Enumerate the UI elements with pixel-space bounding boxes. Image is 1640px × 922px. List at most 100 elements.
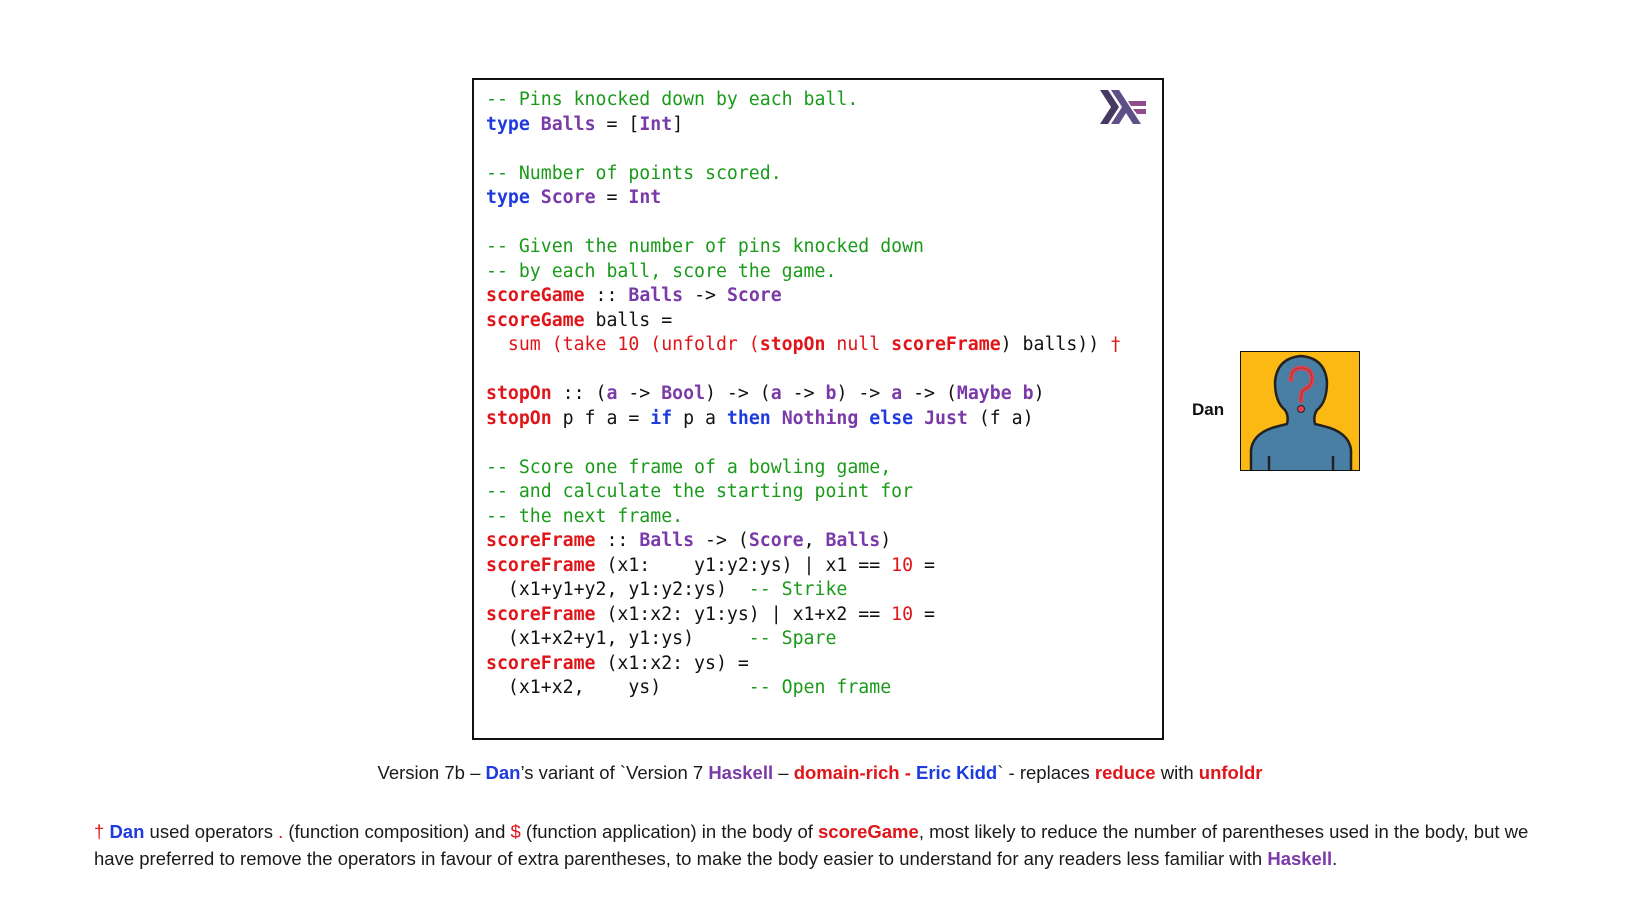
- code-token: [530, 187, 541, 208]
- code-token: stopOn: [759, 334, 826, 355]
- code-token: sum (take 10 (unfoldr (: [486, 334, 760, 355]
- code-line: -- the next frame.: [486, 505, 1121, 530]
- code-token: ::: [595, 530, 640, 551]
- code-token: then: [726, 407, 771, 429]
- code-line: scoreGame :: Balls -> Score: [486, 284, 1121, 309]
- code-token: scoreFrame: [486, 554, 596, 576]
- caption-segment: ` -: [997, 762, 1020, 783]
- code-token: if: [650, 407, 673, 429]
- code-token: -> (: [694, 530, 749, 551]
- footnote-segment: (function application) in the body of: [520, 821, 819, 842]
- footnote: † Dan used operators . (function composi…: [94, 818, 1554, 872]
- code-token: [858, 408, 869, 429]
- footnote-segment: (function composition) and: [283, 821, 511, 842]
- code-token: a: [606, 383, 618, 404]
- code-line: (x1+x2, ys) -- Open frame: [486, 676, 1121, 701]
- code-token: (x1: y1:y2:ys) | x1 ==: [595, 554, 892, 576]
- code-token: -- the next frame.: [486, 505, 684, 527]
- code-token: (x1:x2: y1:ys) | x1+x2 ==: [595, 603, 892, 625]
- code-token: ]: [672, 113, 684, 135]
- code-token: :: (: [551, 383, 607, 404]
- code-token: (x1:x2: ys) =: [595, 652, 749, 674]
- code-line: stopOn :: (a -> Bool) -> (a -> b) -> a -…: [486, 382, 1121, 407]
- caption-segment: replaces: [1019, 762, 1095, 783]
- caption-segment: unfoldr: [1198, 762, 1263, 783]
- code-token: Balls: [825, 530, 881, 551]
- caption-segment: –: [773, 762, 794, 783]
- caption-segment: reduce: [1094, 762, 1156, 783]
- code-line: -- and calculate the starting point for: [486, 480, 1121, 505]
- code-token: -- Score one frame of a bowling game,: [486, 456, 892, 478]
- caption-segment: Version 7b –: [377, 762, 486, 783]
- code-token: [530, 114, 541, 135]
- code-token: scoreFrame: [486, 652, 596, 674]
- code-line: stopOn p f a = if p a then Nothing else …: [486, 407, 1121, 432]
- code-token: Maybe: [956, 383, 1012, 404]
- code-token: = [: [595, 113, 640, 135]
- caption-segment: Haskell: [708, 762, 774, 783]
- code-token: -> (: [902, 383, 957, 404]
- code-token: ): [1033, 383, 1045, 404]
- footnote-segment: , most likely to reduce the number of pa…: [94, 821, 1529, 869]
- code-token: Bool: [661, 383, 706, 404]
- code-token: Int: [639, 113, 673, 135]
- code-token: scoreFrame: [486, 603, 596, 625]
- code-token: -- Pins knocked down by each ball.: [486, 89, 859, 110]
- caption-segment: ’s variant of `Version 7: [520, 762, 709, 783]
- code-token: ->: [683, 285, 727, 306]
- code-token: p a: [672, 407, 727, 429]
- footnote-segment: †: [94, 821, 110, 842]
- code-token: null: [825, 334, 892, 355]
- footnote-segment: used operators: [144, 821, 279, 842]
- code-line: -- Given the number of pins knocked down: [486, 235, 1121, 260]
- caption-segment: -: [899, 762, 917, 783]
- code-token: scoreFrame: [486, 530, 596, 551]
- code-blank-line: [486, 211, 1121, 236]
- code-token: ,: [803, 530, 826, 551]
- code-blank-line: [486, 431, 1121, 456]
- caption-segment: Dan: [485, 762, 521, 783]
- code-token: -- Given the number of pins knocked down: [486, 236, 924, 257]
- code-token: †: [1110, 334, 1122, 355]
- code-line: sum (take 10 (unfoldr (stopOn null score…: [486, 333, 1121, 358]
- code-token: b: [825, 383, 837, 404]
- code-token: stopOn: [486, 383, 552, 404]
- footnote-segment: $: [510, 821, 521, 842]
- code-token: b: [1022, 383, 1034, 404]
- code-token: balls =: [584, 309, 673, 331]
- haskell-code-block: -- Pins knocked down by each ball. type B…: [486, 88, 1121, 701]
- code-token: scoreGame: [486, 285, 585, 306]
- code-token: Nothing: [781, 407, 859, 429]
- code-token: p f a =: [551, 407, 651, 429]
- code-line: type Score = Int: [486, 186, 1121, 211]
- footnote-segment: Dan: [109, 821, 145, 842]
- code-token: scoreGame: [486, 309, 585, 331]
- footnote-segment: .: [1332, 848, 1338, 869]
- code-token: -- by each ball, score the game.: [486, 260, 837, 282]
- code-token: ): [880, 530, 892, 551]
- code-token: -- Number of points scored.: [486, 162, 782, 184]
- code-line: (x1+y1+y2, y1:y2:ys) -- Strike: [486, 578, 1121, 603]
- haskell-logo-icon: [1100, 90, 1146, 124]
- code-token: a: [891, 383, 903, 404]
- code-token: -- Strike: [748, 579, 848, 600]
- code-token: stopOn: [486, 407, 552, 429]
- code-line: scoreFrame (x1:x2: y1:ys) | x1+x2 == 10 …: [486, 603, 1121, 628]
- code-line: (x1+x2+y1, y1:ys) -- Spare: [486, 627, 1121, 652]
- code-blank-line: [486, 137, 1121, 162]
- code-line: -- Score one frame of a bowling game,: [486, 456, 1121, 481]
- footnote-segment: Haskell: [1267, 848, 1333, 869]
- caption-segment: with: [1155, 762, 1199, 783]
- code-token: (f a): [967, 407, 1034, 429]
- code-token: type: [486, 187, 530, 208]
- code-token: (x1+y1+y2, y1:y2:ys): [486, 579, 749, 600]
- code-token: ) ->: [836, 383, 892, 404]
- code-token: Just: [924, 407, 968, 429]
- code-token: Score: [748, 530, 804, 551]
- code-line: -- by each ball, score the game.: [486, 260, 1121, 285]
- code-token: Balls: [540, 113, 596, 135]
- code-token: a: [770, 383, 782, 404]
- avatar-label: Dan: [1192, 400, 1225, 419]
- code-line: scoreFrame (x1:x2: ys) =: [486, 652, 1121, 677]
- footnote-segment: .: [278, 821, 284, 842]
